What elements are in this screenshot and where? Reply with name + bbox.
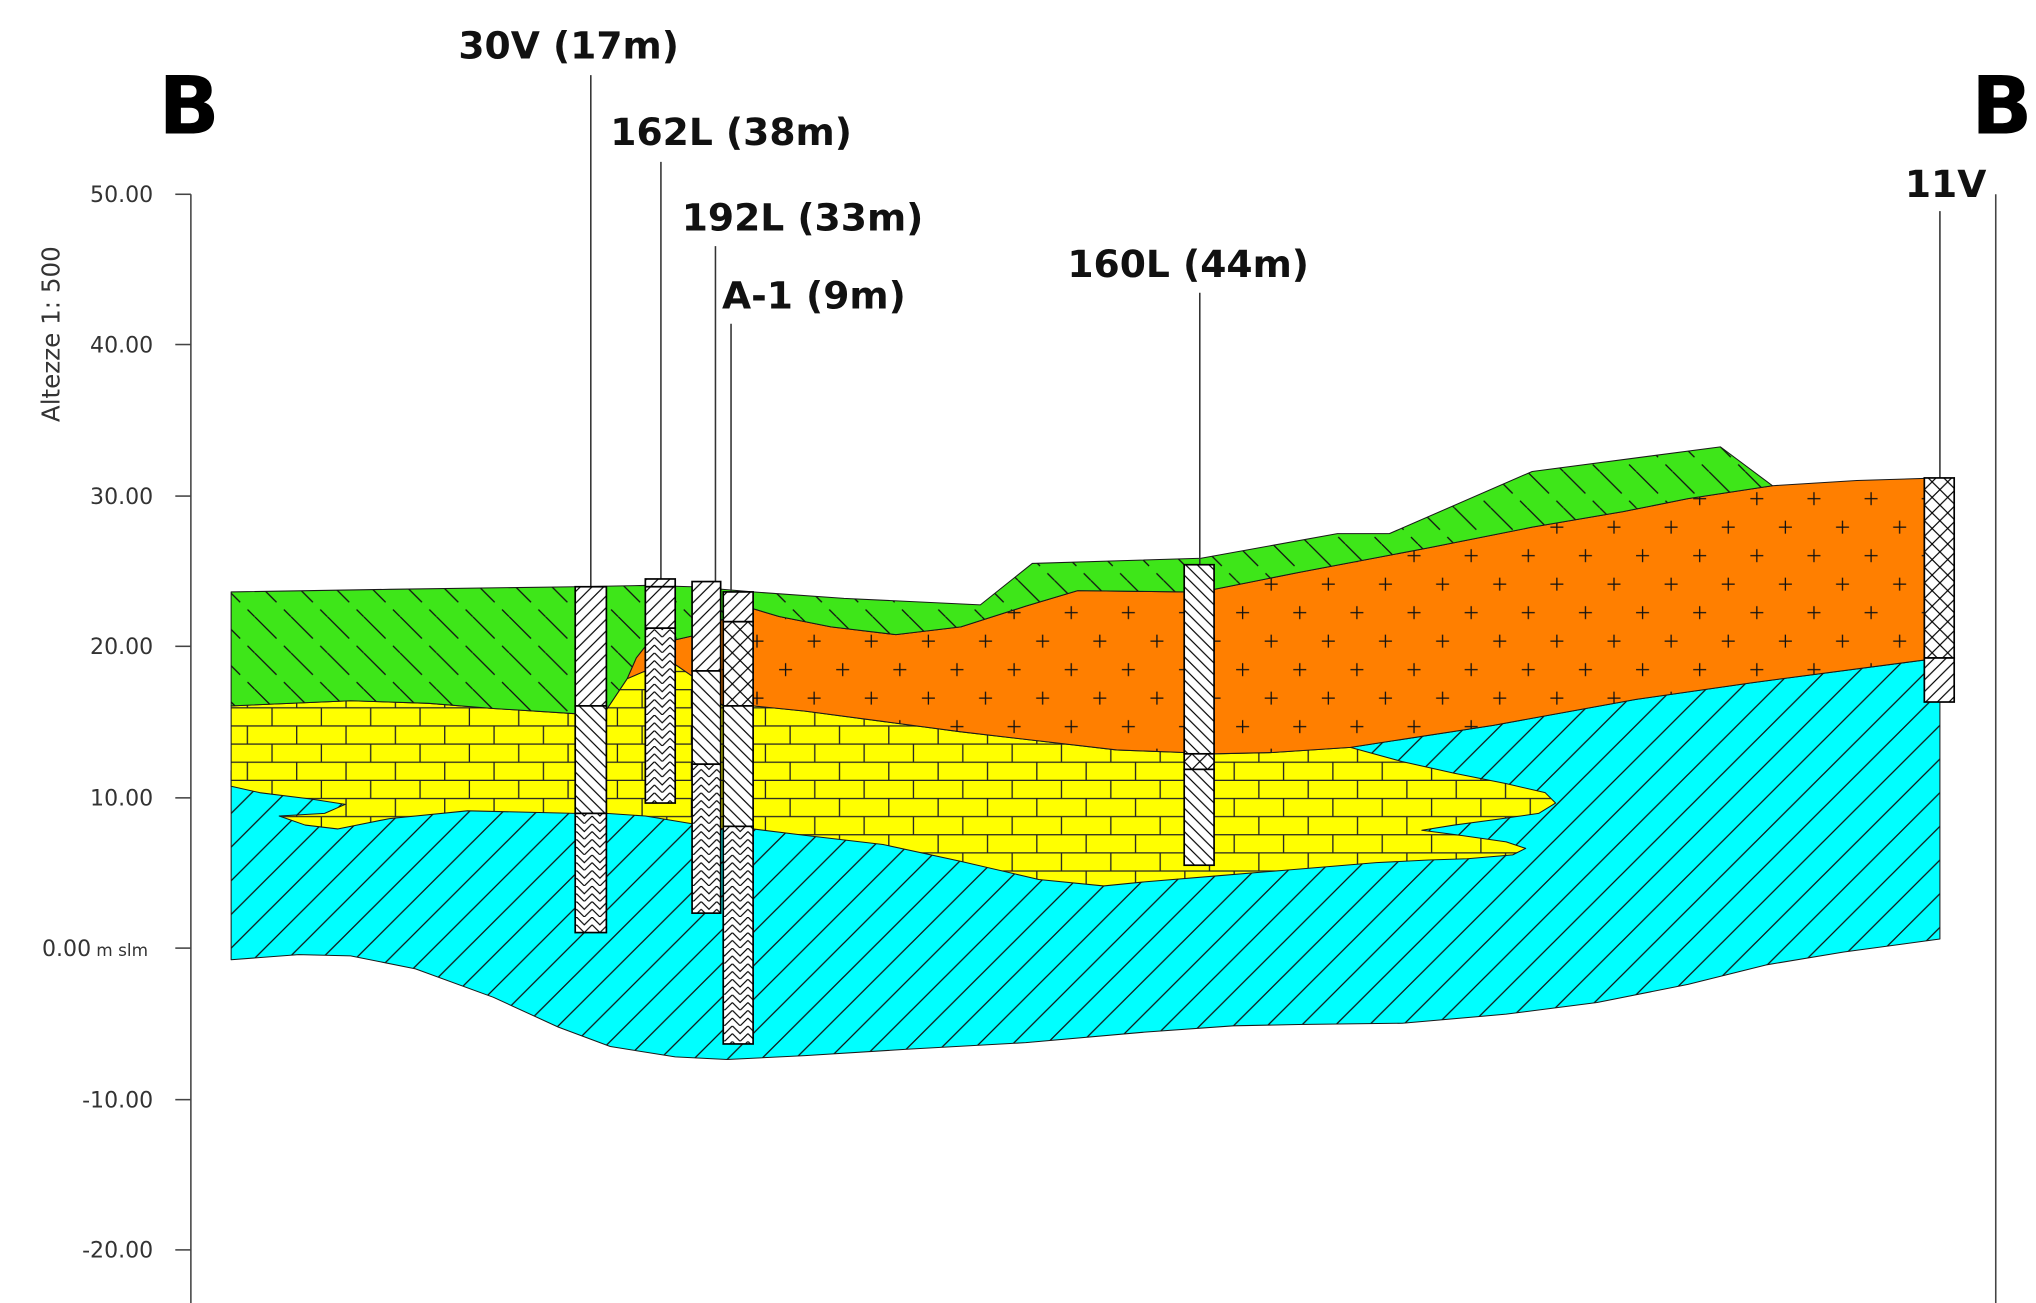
borehole-label-192l: 192L (33m) bbox=[682, 196, 924, 240]
section-marker-left: B bbox=[158, 59, 219, 153]
borehole-162l bbox=[644, 578, 677, 804]
section-marker-right: B bbox=[1971, 59, 2032, 153]
tick-label: 40.00 bbox=[90, 333, 153, 358]
borehole-segment bbox=[574, 585, 608, 707]
borehole-labels: 30V (17m) 162L (38m) 192L (33m) A-1 (9m)… bbox=[458, 23, 1986, 317]
borehole-segment bbox=[691, 670, 722, 766]
tick-label-zero: 0.00 m slm bbox=[42, 937, 148, 962]
tick-label: -20.00 bbox=[82, 1239, 153, 1264]
borehole-segment bbox=[644, 627, 677, 804]
borehole-segment bbox=[1183, 563, 1215, 755]
borehole-segment bbox=[1183, 768, 1215, 867]
borehole-segment bbox=[722, 591, 754, 623]
borehole-label-160l: 160L (44m) bbox=[1067, 242, 1309, 286]
borehole-segment bbox=[722, 620, 754, 707]
borehole-label-11v: 11V bbox=[1905, 162, 1987, 206]
tick-label: -10.00 bbox=[82, 1088, 153, 1113]
axis-title: Altezze 1: 500 bbox=[37, 246, 66, 422]
tick-label: 20.00 bbox=[90, 635, 153, 660]
borehole-11v bbox=[1923, 477, 1956, 703]
borehole-segment bbox=[691, 580, 722, 672]
tick-label: 50.00 bbox=[90, 183, 153, 208]
borehole-segment bbox=[1923, 477, 1956, 659]
tick-label: 30.00 bbox=[90, 485, 153, 510]
layers bbox=[230, 446, 1941, 1061]
borehole-30v bbox=[574, 585, 608, 934]
axis-ticks bbox=[175, 193, 191, 1251]
borehole-label-30v: 30V (17m) bbox=[458, 23, 679, 67]
borehole-segment bbox=[722, 705, 754, 828]
borehole-segment bbox=[1923, 657, 1956, 703]
borehole-label-162l: 162L (38m) bbox=[610, 110, 852, 154]
borehole-segment bbox=[644, 578, 677, 588]
borehole-a1 bbox=[722, 591, 754, 1045]
borehole-segment bbox=[1183, 752, 1215, 771]
borehole-192l bbox=[691, 580, 722, 914]
borehole-segment bbox=[644, 585, 677, 630]
borehole-segment bbox=[722, 825, 754, 1045]
borehole-segment bbox=[574, 812, 608, 934]
tick-label-zero-unit: m slm bbox=[96, 940, 148, 960]
borehole-leaders bbox=[590, 75, 1941, 592]
tick-label: 10.00 bbox=[90, 787, 153, 812]
borehole-label-a1: A-1 (9m) bbox=[722, 273, 906, 317]
axis-tick-labels: 50.00 40.00 30.00 20.00 10.00 0.00 m slm… bbox=[42, 183, 153, 1264]
borehole-160l bbox=[1183, 563, 1215, 867]
tick-label-zero-value: 0.00 bbox=[42, 937, 91, 962]
vertical-axis: Altezze 1: 500 50.00 40.00 30.00 20.00 1… bbox=[37, 183, 192, 1303]
borehole-segment bbox=[574, 705, 608, 815]
borehole-segment bbox=[691, 763, 722, 914]
